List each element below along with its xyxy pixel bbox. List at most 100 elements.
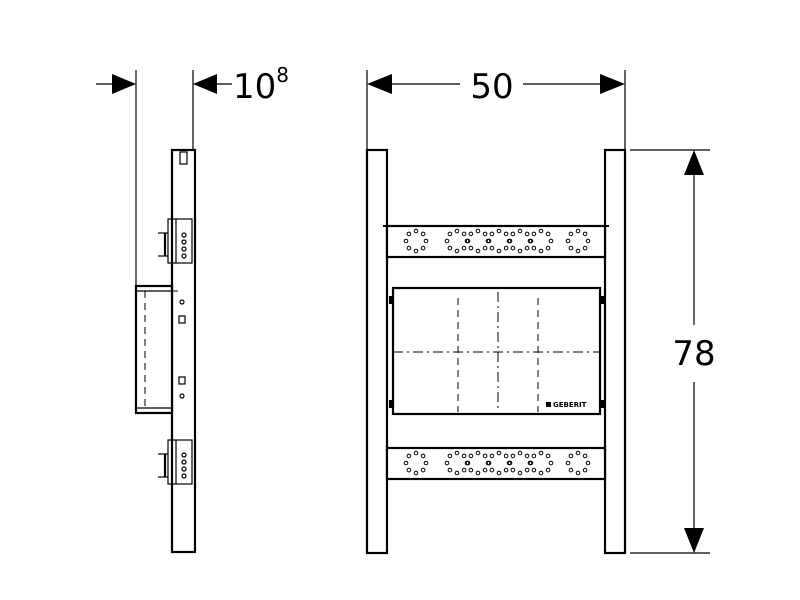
crossbar-hole xyxy=(524,231,530,237)
crossbar-hole xyxy=(413,470,419,476)
crossbar-hole xyxy=(575,248,581,254)
crossbar-hole xyxy=(545,467,551,473)
crossbar-hole xyxy=(524,453,530,459)
crossbar-hole xyxy=(575,228,581,234)
crossbar-hole xyxy=(447,467,453,473)
crossbar-hole xyxy=(582,453,588,459)
crossbar-hole xyxy=(531,453,537,459)
crossbar-hole xyxy=(582,245,588,251)
crossbar-hole xyxy=(575,470,581,476)
crossbar-hole xyxy=(468,245,474,251)
front-box: GEBERIT xyxy=(389,286,604,416)
crossbar-hole xyxy=(444,238,450,244)
crossbar-hole xyxy=(468,231,474,237)
crossbar-hole xyxy=(507,238,513,244)
crossbar-hole xyxy=(568,231,574,237)
crossbar-hole xyxy=(489,231,495,237)
crossbar-hole xyxy=(531,467,537,473)
crossbar-hole xyxy=(517,248,523,254)
side-rail xyxy=(170,148,197,554)
crossbar-hole xyxy=(420,245,426,251)
crossbar-hole xyxy=(420,231,426,237)
crossbar-hole xyxy=(482,467,488,473)
crossbar-hole xyxy=(461,467,467,473)
crossbar-hole xyxy=(423,460,429,466)
crossbar-hole xyxy=(545,245,551,251)
right-rail xyxy=(603,148,627,555)
crossbar-hole xyxy=(403,238,409,244)
crossbar-hole xyxy=(489,453,495,459)
crossbar-hole xyxy=(565,460,571,466)
crossbar-hole xyxy=(568,245,574,251)
geberit-logo-mark xyxy=(546,402,551,407)
side-view: 108 xyxy=(96,63,289,554)
width-arrow-right-head xyxy=(600,74,625,94)
height-arrow-bottom-head xyxy=(684,528,704,553)
crossbar-hole xyxy=(465,238,471,244)
crossbar-hole xyxy=(503,467,509,473)
crossbar-hole xyxy=(454,470,460,476)
crossbar-hole xyxy=(406,453,412,459)
height-arrow-top-head xyxy=(684,150,704,175)
upper-crossbar xyxy=(383,224,609,259)
upper-bracket-side xyxy=(158,218,193,264)
lower-bracket-side xyxy=(158,439,193,485)
crossbar-hole xyxy=(496,450,502,456)
crossbar-hole xyxy=(420,453,426,459)
crossbar-hole xyxy=(503,245,509,251)
crossbar-hole xyxy=(524,245,530,251)
crossbar-hole xyxy=(585,460,591,466)
crossbar-hole xyxy=(528,238,534,244)
depth-dimension-label: 108 xyxy=(233,63,289,107)
crossbar-hole xyxy=(582,467,588,473)
crossbar-hole xyxy=(575,450,581,456)
crossbar-hole xyxy=(482,245,488,251)
crossbar-hole xyxy=(461,245,467,251)
crossbar-hole xyxy=(454,450,460,456)
crossbar-hole xyxy=(475,228,481,234)
crossbar-hole xyxy=(461,453,467,459)
crossbar-hole xyxy=(454,228,460,234)
crossbar-hole xyxy=(482,231,488,237)
crossbar-hole xyxy=(406,231,412,237)
crossbar-hole xyxy=(496,228,502,234)
crossbar-hole xyxy=(510,453,516,459)
crossbar-hole xyxy=(510,245,516,251)
crossbar-hole xyxy=(568,467,574,473)
crossbar-hole xyxy=(545,453,551,459)
crossbar-hole xyxy=(475,450,481,456)
rail-top-slot xyxy=(179,151,188,165)
crossbar-hole xyxy=(486,238,492,244)
crossbar-hole xyxy=(413,450,419,456)
crossbar-hole xyxy=(507,460,513,466)
crossbar-hole xyxy=(489,245,495,251)
crossbar-hole xyxy=(454,248,460,254)
crossbar-hole xyxy=(538,450,544,456)
box-side xyxy=(134,284,186,415)
crossbar-hole xyxy=(548,238,554,244)
crossbar-hole xyxy=(413,248,419,254)
crossbar-hole xyxy=(565,238,571,244)
crossbar-hole xyxy=(465,460,471,466)
crossbar-hole xyxy=(486,460,492,466)
crossbar-hole xyxy=(420,467,426,473)
crossbar-hole xyxy=(538,228,544,234)
crossbar-hole xyxy=(531,231,537,237)
crossbar-hole xyxy=(489,467,495,473)
crossbar-hole xyxy=(517,450,523,456)
crossbar-hole xyxy=(468,453,474,459)
depth-arrow-left-head xyxy=(112,74,136,94)
crossbar-hole xyxy=(531,245,537,251)
crossbar-hole xyxy=(503,453,509,459)
crossbar-hole xyxy=(403,460,409,466)
crossbar-hole xyxy=(482,453,488,459)
crossbar-hole xyxy=(447,245,453,251)
crossbar-hole xyxy=(524,467,530,473)
crossbar-hole xyxy=(510,467,516,473)
crossbar-hole xyxy=(517,228,523,234)
crossbar-hole xyxy=(423,238,429,244)
crossbar-hole xyxy=(585,238,591,244)
crossbar-hole xyxy=(503,231,509,237)
front-view: 50 78 xyxy=(365,67,716,555)
crossbar-hole xyxy=(582,231,588,237)
